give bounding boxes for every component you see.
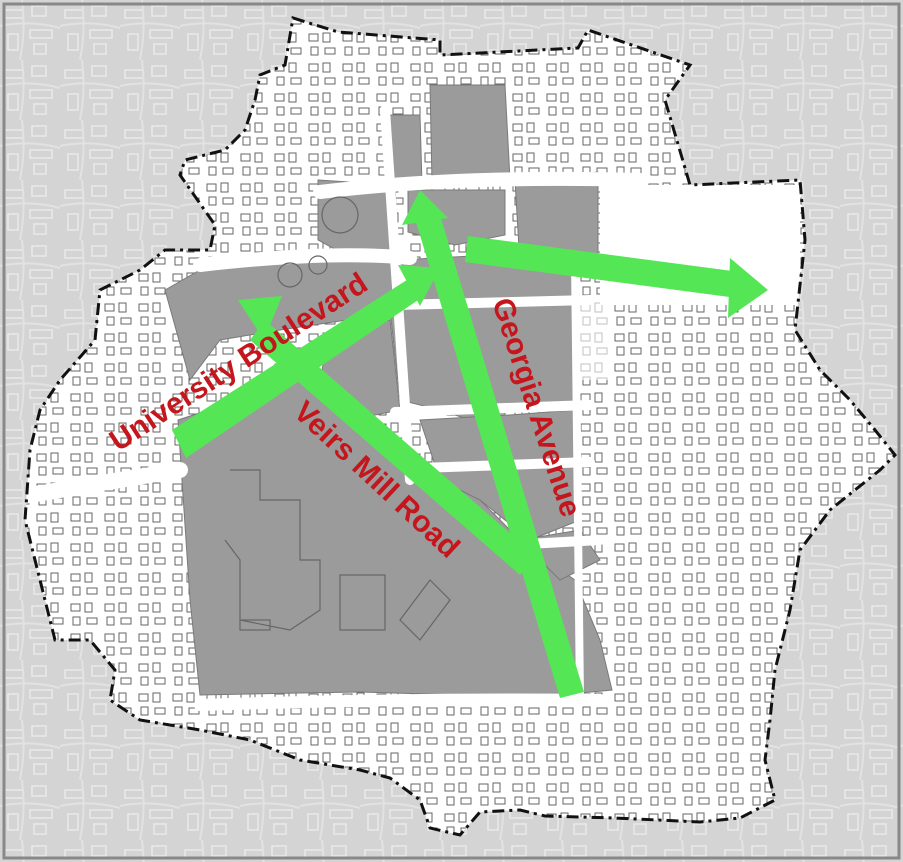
east-arrow xyxy=(465,236,768,318)
veirs-arrow xyxy=(238,296,535,575)
study-area xyxy=(23,16,898,837)
georgia-arrow xyxy=(402,190,584,698)
arrow-head-icon xyxy=(402,190,448,225)
arrow-head-icon xyxy=(238,296,282,340)
study-area-boundary xyxy=(23,16,898,837)
corridor-arrows xyxy=(172,190,768,698)
arrow-head-icon xyxy=(728,258,768,318)
arrow-head-icon xyxy=(398,265,440,306)
